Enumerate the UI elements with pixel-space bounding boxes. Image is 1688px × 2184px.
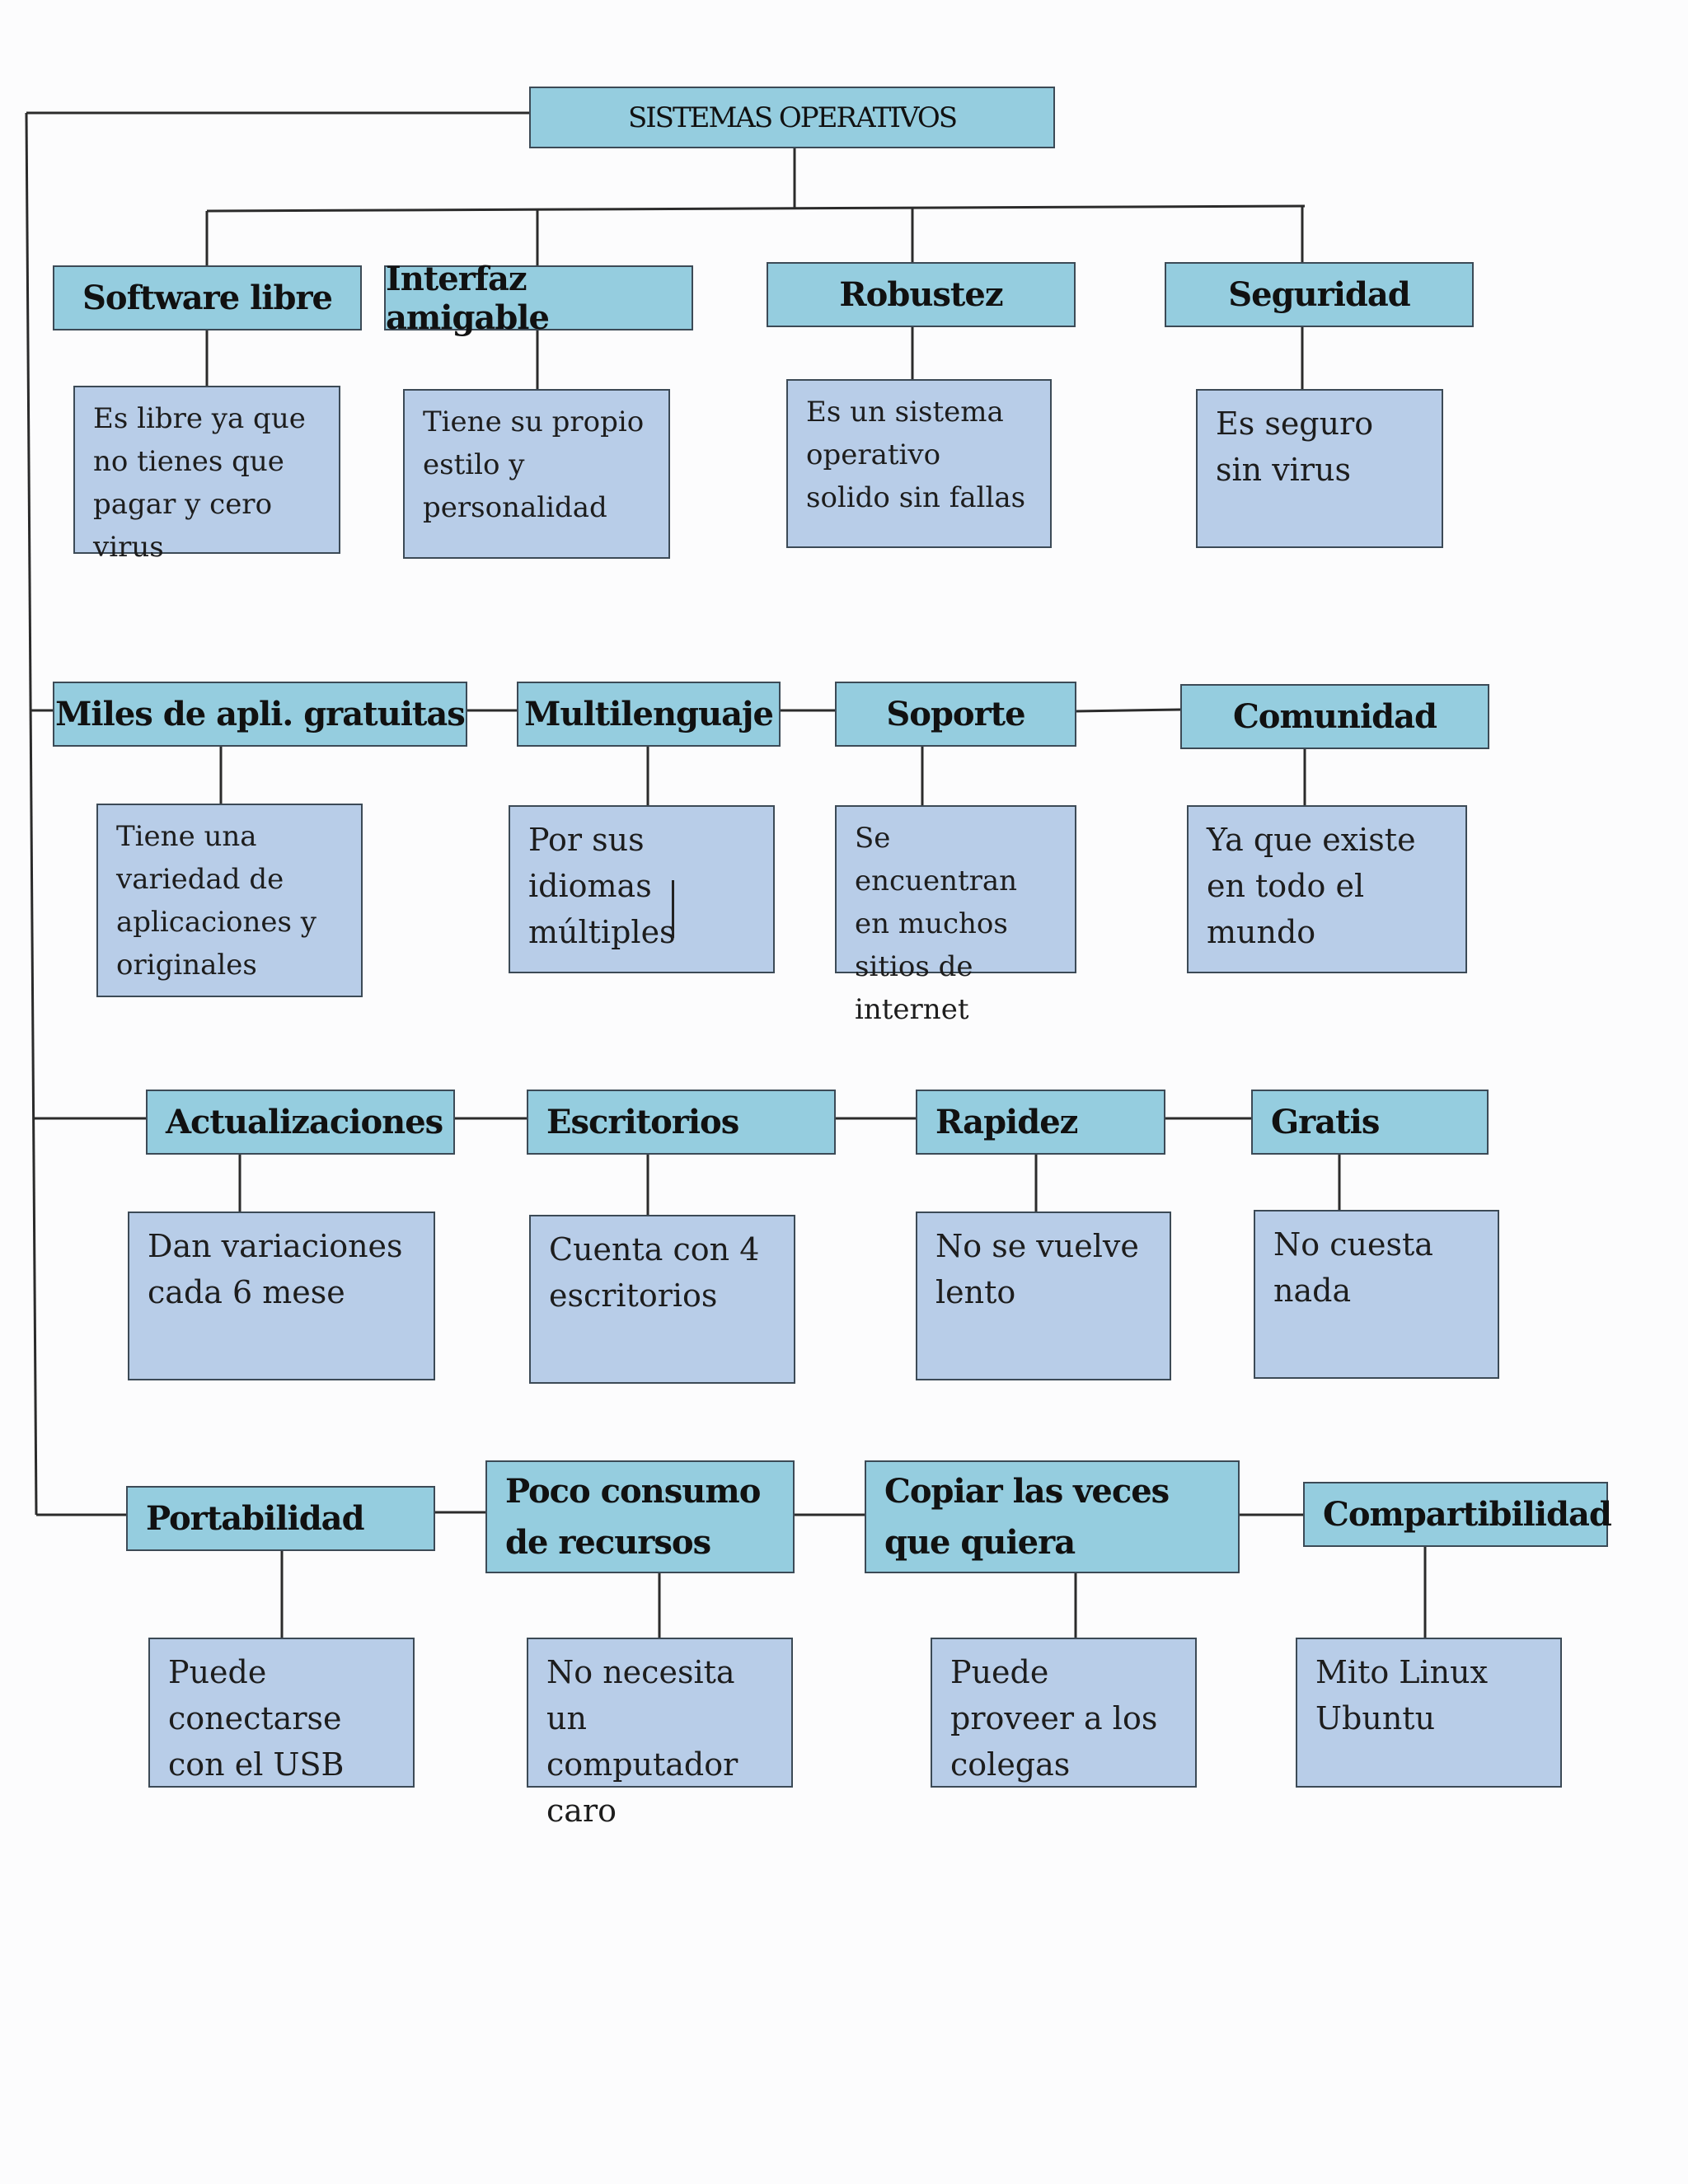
connector-left-trunk	[25, 112, 38, 1516]
node-title: Software libre	[53, 265, 362, 330]
node-description: Tiene una variedad de aplicaciones y ori…	[96, 804, 363, 997]
node-title: Soporte	[835, 682, 1076, 747]
node-title: Seguridad	[1165, 262, 1474, 327]
node-description: Cuenta con 4 escritorios	[529, 1215, 795, 1384]
node-title: Portabilidad	[126, 1486, 435, 1551]
node-title: Poco consumo de recursos	[485, 1460, 795, 1573]
node-title: Comunidad	[1180, 684, 1489, 749]
root-title: SISTEMAS OPERATIVOS	[529, 87, 1055, 148]
node-description: No necesita un computador caro	[527, 1638, 793, 1829]
connector-row1-bus	[206, 204, 1306, 213]
node-title: Actualizaciones	[146, 1090, 455, 1155]
node-description: Es libre ya que no tienes que pagar y ce…	[73, 386, 340, 564]
node-description: Es seguro sin virus	[1196, 389, 1443, 548]
node-description: Por sus idiomas múltiples	[509, 805, 775, 973]
node-title: Interfaz amigable	[384, 260, 693, 337]
node-description: Se encuentran en muchos sitios de intern…	[835, 805, 1076, 1026]
node-title: Rapidez	[916, 1090, 1165, 1155]
node-description: No cuesta nada	[1254, 1210, 1499, 1379]
node-description: Puede conectarse con el USB	[148, 1638, 415, 1788]
node-title: Gratis	[1251, 1090, 1489, 1155]
node-description: No se vuelve lento	[916, 1212, 1171, 1380]
text-cursor	[672, 880, 674, 938]
node-title: Robustez	[767, 262, 1076, 327]
node-title: Escritorios	[527, 1090, 836, 1155]
node-description: Ya que existe en todo el mundo	[1187, 805, 1467, 973]
node-description: Mito Linux Ubuntu	[1296, 1638, 1562, 1788]
node-title: Copiar las veces que quiera	[865, 1460, 1240, 1573]
node-title: Compartibilidad	[1303, 1482, 1612, 1547]
node-description: Tiene su propio estilo y personalidad	[403, 389, 670, 559]
node-description: Puede proveer a los colegas	[931, 1638, 1197, 1788]
node-title: Multilenguaje	[517, 682, 781, 747]
node-description: Dan variaciones cada 6 mese	[128, 1212, 435, 1380]
node-title: Miles de apli. gratuitas	[53, 682, 467, 747]
node-description: Es un sistema operativo solido sin falla…	[786, 379, 1052, 548]
